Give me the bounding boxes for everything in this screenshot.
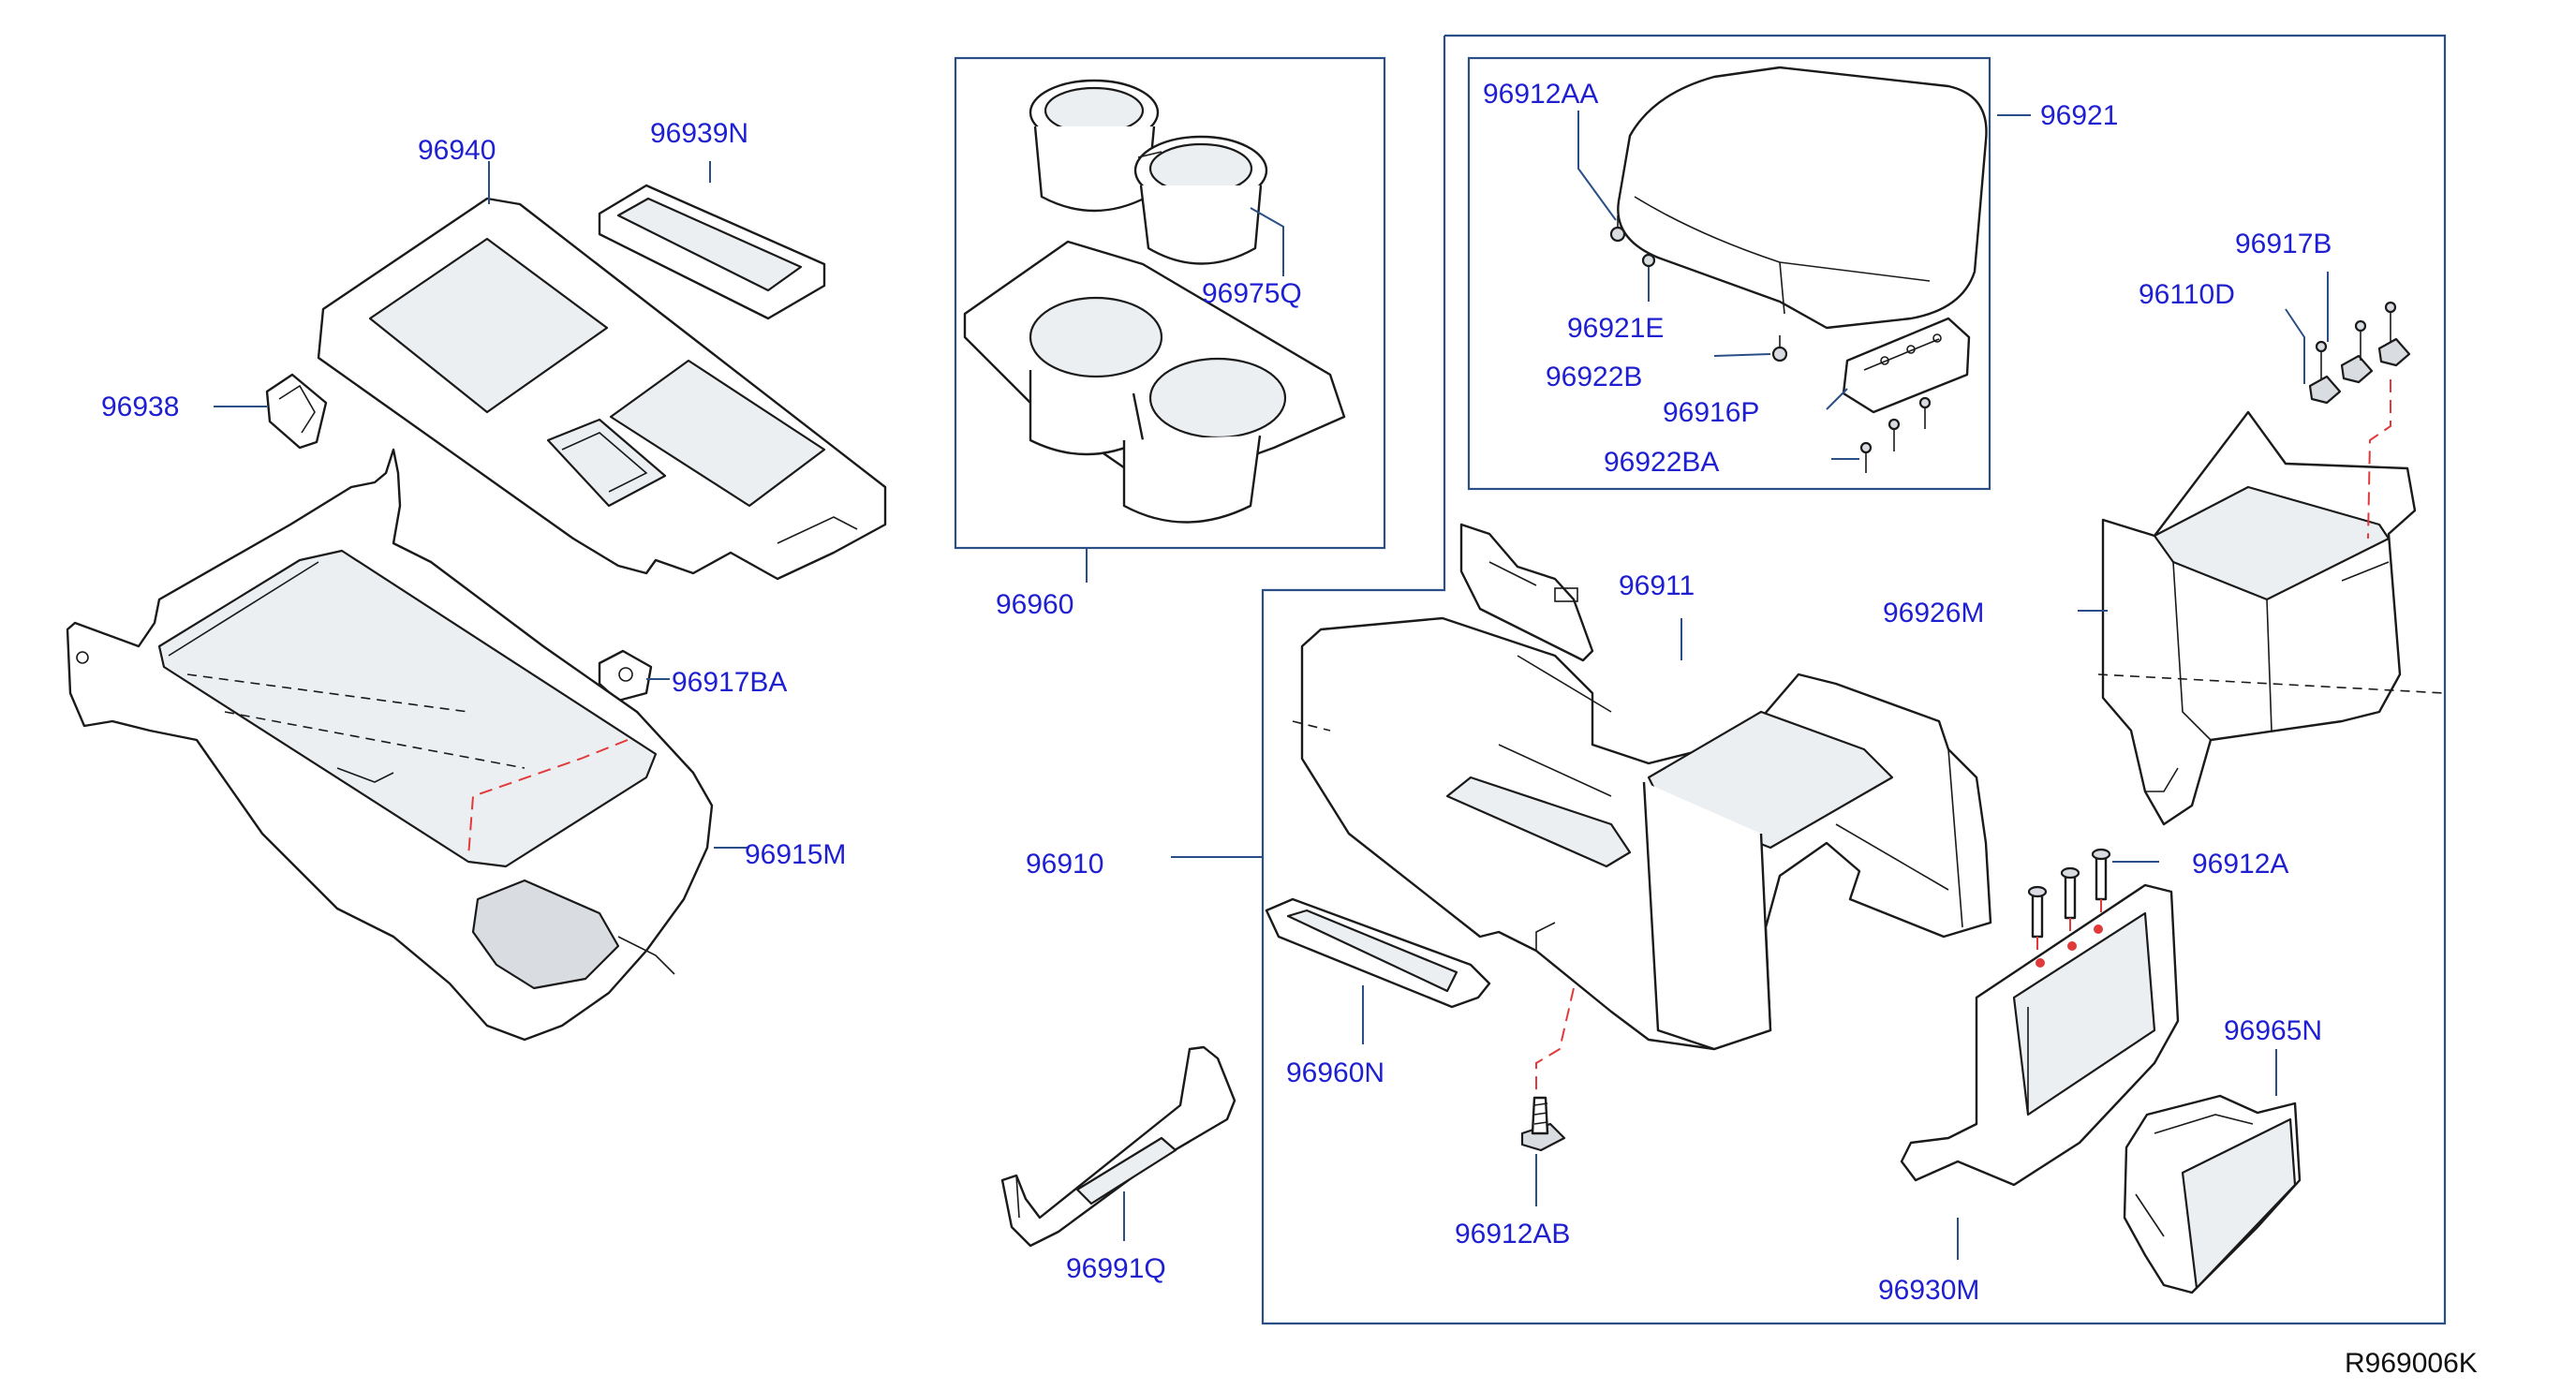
label-96916P: 96916P xyxy=(1663,397,1759,428)
label-96912A: 96912A xyxy=(2192,849,2288,880)
screw-96922B xyxy=(1771,335,1788,362)
cup-holder-part-96960 xyxy=(963,240,1346,524)
label-96965N: 96965N xyxy=(2224,1015,2322,1046)
label-96915M: 96915M xyxy=(745,839,846,870)
console-body-part-96910 xyxy=(1300,616,1992,1051)
label-96917B: 96917B xyxy=(2235,229,2332,259)
console-frame-part-96911 xyxy=(1459,523,1594,662)
label-96960N: 96960N xyxy=(1286,1057,1384,1088)
label-96921E: 96921E xyxy=(1567,313,1664,344)
fasteners-96917B-96110D xyxy=(2308,301,2411,405)
screw-96912AA xyxy=(1609,215,1626,243)
label-96912AB: 96912AB xyxy=(1455,1219,1570,1250)
label-96975Q: 96975Q xyxy=(1202,278,1302,309)
finisher-part-96930M xyxy=(1900,883,2180,1187)
label-96922BA: 96922BA xyxy=(1604,447,1719,478)
label-96110D: 96110D xyxy=(2139,279,2235,310)
label-96922B: 96922B xyxy=(1546,362,1642,392)
main-console-group-frame xyxy=(1261,34,2447,1325)
cup-holder-group-frame xyxy=(954,56,1386,550)
label-96930M: 96930M xyxy=(1878,1275,1979,1306)
console-lower-part xyxy=(66,448,714,1042)
console-finisher-part xyxy=(317,197,887,581)
assembly-line-4 xyxy=(1292,720,1331,732)
label-96911: 96911 xyxy=(1619,570,1695,601)
armrest-lid-part xyxy=(1617,66,1988,330)
label-96940: 96940 xyxy=(418,135,496,166)
screws-96912A xyxy=(2027,848,2111,955)
armrest-group-frame xyxy=(1467,56,1991,491)
assembly-line-3 xyxy=(2097,673,2446,694)
label-96926M: 96926M xyxy=(1883,598,1984,628)
label-96960: 96960 xyxy=(996,589,1073,620)
alignment-line-center xyxy=(1535,987,1575,1096)
label-96917BA: 96917BA xyxy=(672,667,787,698)
label-96938: 96938 xyxy=(101,392,179,422)
label-96991Q: 96991Q xyxy=(1066,1253,1166,1284)
diagram-reference-code: R969006K xyxy=(2345,1348,2478,1379)
alignment-line-right xyxy=(2367,379,2391,540)
clip-part-96917BA xyxy=(598,649,653,702)
screws-96922BA xyxy=(1859,396,1932,473)
bracket-part-96991Q xyxy=(1000,1045,1236,1248)
label-96939N: 96939N xyxy=(650,118,748,149)
label-96910: 96910 xyxy=(1026,849,1103,880)
leader-lines xyxy=(214,111,2329,1260)
label-96921: 96921 xyxy=(2040,100,2118,131)
bolt-96912AB xyxy=(1520,1096,1566,1152)
alignment-line-left xyxy=(467,739,629,858)
cup-holder-insert-part xyxy=(1029,79,1268,265)
assembly-line-2 xyxy=(224,711,526,769)
trim-ring-part-96960N xyxy=(1265,897,1491,1009)
clip-part-96938 xyxy=(265,373,328,450)
bezel-part-96939N xyxy=(598,184,826,320)
hinge-part-96916P xyxy=(1842,317,1971,414)
label-96912AA: 96912AA xyxy=(1483,79,1598,110)
console-bracket-part-96926M xyxy=(2101,410,2417,826)
tray-part-96965N xyxy=(2123,1094,2302,1294)
